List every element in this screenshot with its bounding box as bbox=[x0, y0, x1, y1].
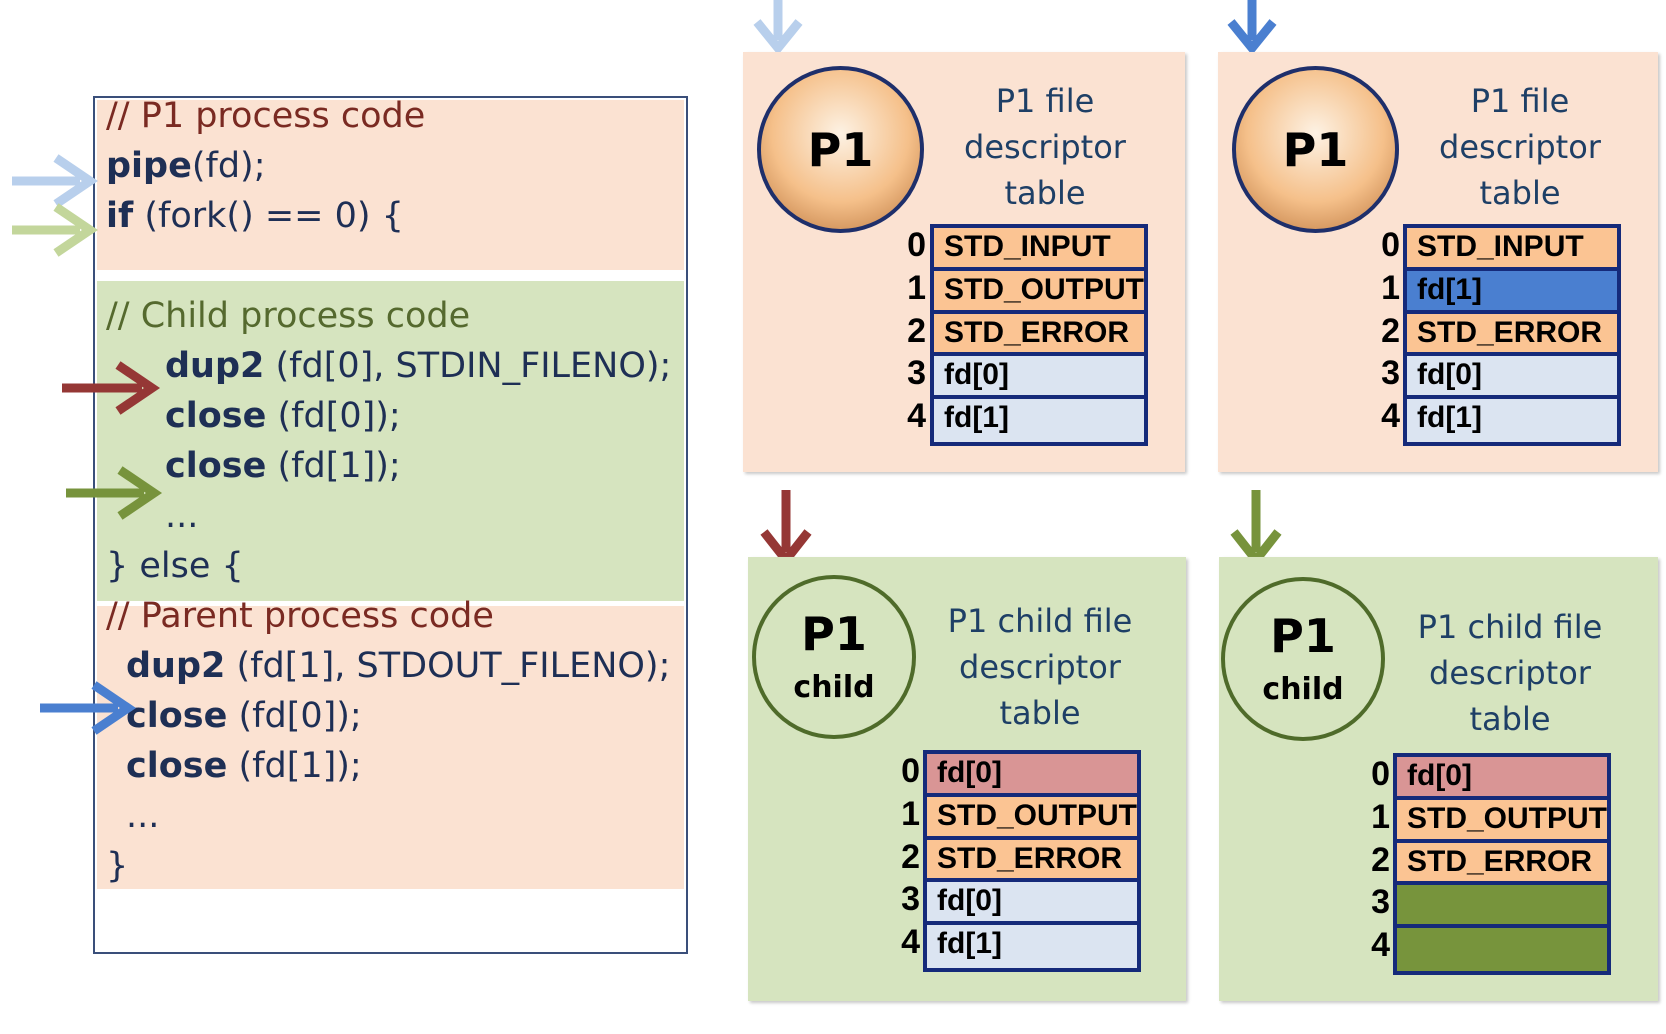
fd-table-row bbox=[1397, 928, 1607, 971]
code-line-close-brace: } bbox=[106, 846, 129, 886]
fd-table-row: STD_ERROR bbox=[927, 839, 1137, 883]
fd-table-row: STD_ERROR bbox=[1397, 842, 1607, 886]
fd-table-row bbox=[1397, 885, 1607, 929]
code-line-child-close-0: close (fd[0]); bbox=[165, 396, 401, 436]
fd-table-title: P1 child file descriptor table bbox=[1405, 604, 1615, 742]
fd-table-row: fd[0] bbox=[934, 356, 1144, 400]
fd-table-title-line: table bbox=[999, 694, 1081, 732]
child-code-section bbox=[97, 281, 684, 601]
fd-table-row: fd[1] bbox=[927, 925, 1137, 968]
fd-table-title-line: P1 file bbox=[995, 82, 1095, 120]
fd-table-title-line: P1 child file bbox=[1417, 608, 1603, 646]
fd-index: 3 bbox=[907, 354, 926, 393]
code-line-parent-dup2: dup2 (fd[1], STDOUT_FILENO); bbox=[126, 646, 671, 686]
fd-index: 4 bbox=[907, 397, 926, 436]
fd-table-title-line: descriptor bbox=[1429, 654, 1591, 692]
light-blue-down-arrow-icon bbox=[753, 0, 803, 56]
fd-index: 0 bbox=[1371, 755, 1390, 793]
process-circle: P1 bbox=[757, 66, 924, 233]
code-line-p1-comment: // P1 process code bbox=[106, 96, 426, 136]
light-green-arrow-icon bbox=[12, 203, 99, 257]
fd-table-row: fd[0] bbox=[1407, 356, 1617, 400]
code-line-child-comment: // Child process code bbox=[106, 296, 471, 336]
code-line-fork: if (fork() == 0) { bbox=[106, 196, 404, 236]
fd-table-row: STD_OUTPUT bbox=[1397, 799, 1607, 843]
fd-table-title-line: table bbox=[1479, 174, 1561, 212]
fd-table-title: P1 file descriptor table bbox=[940, 78, 1150, 216]
code-line-child-ellipsis: ... bbox=[165, 496, 199, 536]
process-circle: P1 child bbox=[752, 575, 916, 739]
fd-index: 3 bbox=[1381, 354, 1400, 393]
code-line-pipe: pipe(fd); bbox=[106, 146, 266, 186]
process-name: P1 bbox=[801, 607, 867, 661]
blue-arrow-icon bbox=[40, 681, 137, 735]
code-line-parent-comment: // Parent process code bbox=[106, 596, 494, 636]
fd-table-row: STD_OUTPUT bbox=[934, 270, 1144, 314]
code-box bbox=[93, 96, 688, 954]
fd-index: 0 bbox=[907, 226, 926, 264]
fd-index: 2 bbox=[1371, 840, 1390, 879]
fd-table-row: STD_ERROR bbox=[1407, 313, 1617, 357]
fd-table-row: fd[0] bbox=[1397, 757, 1607, 800]
light-blue-arrow-icon bbox=[12, 154, 99, 208]
dark-green-arrow-icon bbox=[66, 466, 163, 520]
fd-index: 1 bbox=[1371, 797, 1390, 836]
code-line-child-close-1: close (fd[1]); bbox=[165, 446, 401, 486]
fd-table-row: fd[0] bbox=[927, 754, 1137, 797]
fd-table-title-line: P1 file bbox=[1470, 82, 1570, 120]
fd-index: 0 bbox=[901, 752, 920, 790]
dark-red-down-arrow-icon bbox=[760, 490, 812, 568]
fd-index: 1 bbox=[901, 794, 920, 833]
code-line-parent-close-0: close (fd[0]); bbox=[126, 696, 362, 736]
fd-index: 1 bbox=[1381, 268, 1400, 307]
fd-table-title-line: table bbox=[1004, 174, 1086, 212]
parent-code-section bbox=[97, 606, 684, 889]
code-line-child-dup2: dup2 (fd[0], STDIN_FILENO); bbox=[165, 346, 672, 386]
fd-index: 2 bbox=[907, 311, 926, 350]
fd-table-row: STD_OUTPUT bbox=[927, 796, 1137, 840]
process-subtitle: child bbox=[1262, 672, 1344, 707]
process-circle: P1 child bbox=[1221, 577, 1385, 741]
fd-table-row: fd[1] bbox=[1407, 270, 1617, 314]
code-line-parent-ellipsis: ... bbox=[126, 796, 160, 836]
blue-down-arrow-icon bbox=[1227, 0, 1277, 56]
fd-index: 4 bbox=[1381, 397, 1400, 436]
fd-index: 1 bbox=[907, 268, 926, 307]
fd-table-title-line: table bbox=[1469, 700, 1551, 738]
fd-table-title: P1 file descriptor table bbox=[1415, 78, 1625, 216]
dark-green-down-arrow-icon bbox=[1230, 490, 1282, 568]
fd-table-row: STD_INPUT bbox=[1407, 228, 1617, 271]
fd-table-title-line: descriptor bbox=[959, 648, 1121, 686]
fd-index: 2 bbox=[1381, 311, 1400, 350]
fd-index: 4 bbox=[1371, 926, 1390, 965]
fd-table-row: fd[1] bbox=[934, 399, 1144, 442]
process-name: P1 bbox=[807, 122, 874, 177]
fd-table-row: STD_INPUT bbox=[934, 228, 1144, 271]
process-subtitle: child bbox=[793, 670, 875, 705]
fd-table-row: fd[1] bbox=[1407, 399, 1617, 442]
fd-index: 0 bbox=[1381, 226, 1400, 264]
process-circle: P1 bbox=[1232, 66, 1399, 233]
fd-index: 3 bbox=[1371, 883, 1390, 922]
fd-table-row: fd[0] bbox=[927, 882, 1137, 926]
fd-index: 3 bbox=[901, 880, 920, 919]
fd-table-title-line: descriptor bbox=[964, 128, 1126, 166]
p1-code-section bbox=[97, 100, 684, 270]
fd-table-title-line: descriptor bbox=[1439, 128, 1601, 166]
fd-table-row: STD_ERROR bbox=[934, 313, 1144, 357]
process-name: P1 bbox=[1282, 122, 1349, 177]
code-line-else: } else { bbox=[106, 546, 244, 586]
process-name: P1 bbox=[1270, 609, 1336, 663]
fd-index: 2 bbox=[901, 837, 920, 876]
code-line-parent-close-1: close (fd[1]); bbox=[126, 746, 362, 786]
dark-red-arrow-icon bbox=[62, 361, 161, 415]
fd-table-title: P1 child file descriptor table bbox=[935, 598, 1145, 736]
fd-index: 4 bbox=[901, 923, 920, 962]
fd-table-title-line: P1 child file bbox=[947, 602, 1133, 640]
